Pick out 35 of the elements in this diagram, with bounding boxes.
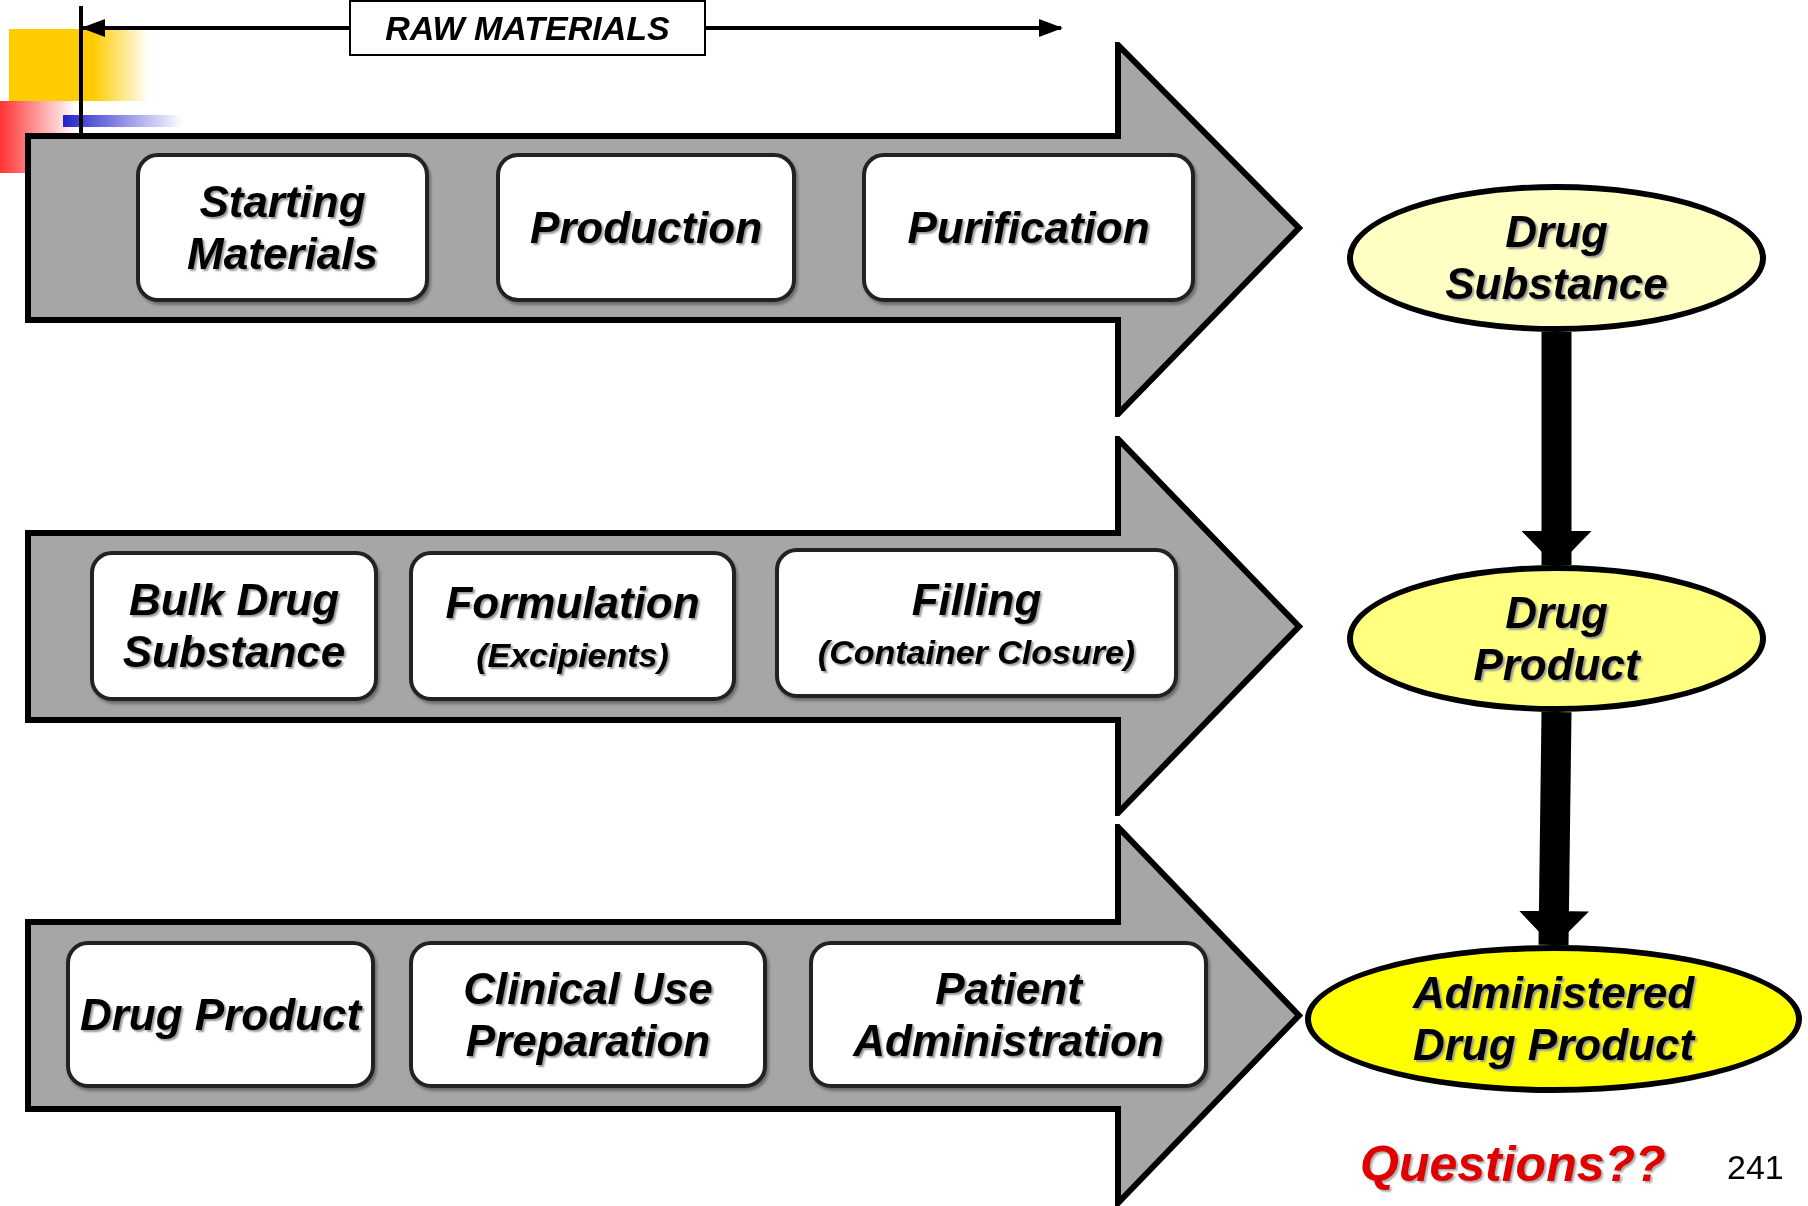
step-label: Production xyxy=(529,201,763,254)
step-label: Formulation xyxy=(445,577,700,629)
step-label: Drug Product xyxy=(79,988,362,1041)
step-box xyxy=(809,941,1208,1088)
step-box xyxy=(409,551,736,701)
step-label: Starting Materials xyxy=(186,175,379,280)
arrow xyxy=(706,19,1063,37)
arrow xyxy=(1521,332,1592,567)
step-label: Clinical Use Preparation xyxy=(462,962,714,1067)
process-arrow-band xyxy=(25,824,1303,1206)
heading-label: RAW MATERIALS xyxy=(385,7,670,49)
step-label: Bulk Drug Substance xyxy=(121,574,347,678)
step-box xyxy=(862,153,1195,302)
step-label: Purification xyxy=(907,201,1150,254)
arrow xyxy=(81,19,349,37)
heading-box xyxy=(349,0,706,56)
result-label: Drug Substance xyxy=(1444,206,1669,310)
step-sublabel: (Container Closure) xyxy=(817,631,1136,672)
step-box xyxy=(496,153,796,302)
process-arrow-band xyxy=(25,42,1303,417)
step-box xyxy=(66,941,375,1088)
step-label: Patient Administration xyxy=(851,962,1165,1067)
step-box xyxy=(409,941,767,1088)
step-box xyxy=(90,551,378,701)
result-label: Drug Product xyxy=(1472,586,1642,691)
page-number: 241 xyxy=(1727,1148,1784,1187)
process-arrow-band xyxy=(25,436,1303,816)
arrow xyxy=(1518,711,1589,947)
step-box xyxy=(136,153,429,302)
boundary-bar xyxy=(79,6,83,136)
note-text: Questions?? xyxy=(1360,1135,1666,1193)
result-label: Administered Drug Product xyxy=(1411,967,1697,1071)
step-label: Filling xyxy=(911,574,1042,626)
step-sublabel: (Excipients) xyxy=(476,634,669,675)
step-box xyxy=(775,548,1178,698)
